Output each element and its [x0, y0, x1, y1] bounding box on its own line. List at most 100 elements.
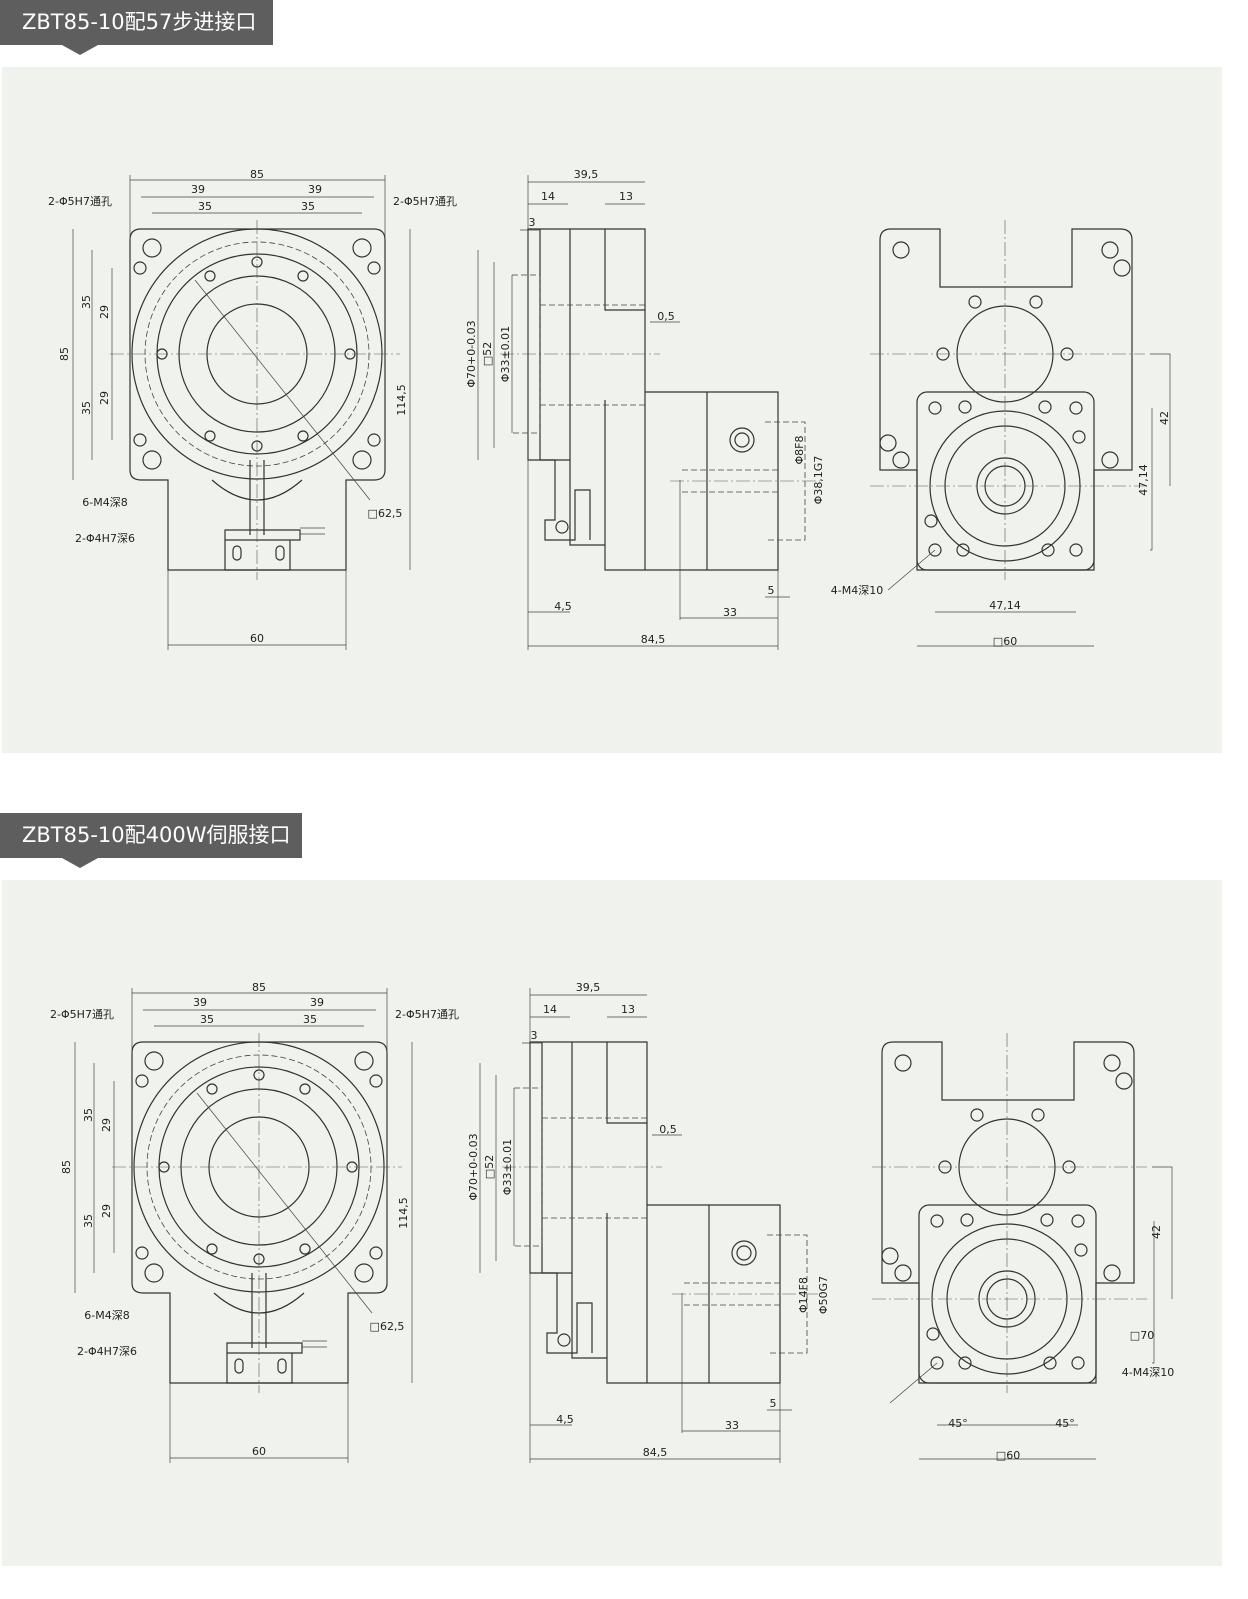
sensor-cable: [300, 527, 325, 535]
side-dimension-label: 14: [543, 1003, 557, 1016]
front-dimension-label: □62,5: [368, 507, 403, 520]
rear-bolt-hole: [1031, 1108, 1045, 1122]
side-dimension-label: Φ8F8: [793, 436, 806, 465]
rear-bolt-hole: [928, 401, 942, 415]
front-dimension-label: 2-Φ5H7通孔: [395, 1008, 459, 1021]
sensor-side: [542, 1272, 593, 1354]
rear-bolt-hole: [960, 1213, 974, 1227]
side-center-line: [500, 353, 820, 482]
side-dimension-label: 3: [529, 216, 536, 229]
rear-bolt-hole: [1069, 543, 1083, 557]
bolt-hole: [299, 1243, 311, 1255]
side-dimension-label: 4,5: [554, 600, 572, 613]
rear-plate: [881, 1041, 1135, 1384]
mount-hole: [352, 450, 372, 470]
pin-hole: [367, 433, 381, 447]
sensor-bracket: [213, 1273, 305, 1384]
side-view: [477, 175, 820, 650]
geometry: [74, 988, 1173, 1463]
bolt-hole: [204, 430, 216, 442]
front-dimension-label: 2-Φ4H7深6: [75, 532, 135, 545]
rear-dimension-lines: [889, 1166, 1173, 1460]
rear-hole: [1103, 1264, 1121, 1282]
front-dimension-label: 114,5: [395, 384, 408, 416]
rear-bolt-hole: [1029, 295, 1043, 309]
rear-dimension-label: 42: [1150, 1225, 1163, 1239]
front-dimension-label: 39: [193, 996, 207, 1009]
rear-bolt-hole: [958, 400, 972, 414]
pin-hole: [133, 261, 147, 275]
section-header-stepper: ZBT85-10配57步进接口: [0, 0, 273, 55]
mount-hole: [144, 1051, 164, 1071]
rear-bolt-hole: [930, 1214, 944, 1228]
rear-bolt-hole: [1072, 430, 1086, 444]
front-dimension-label: 6-M4深8: [82, 496, 127, 509]
side-outline: [529, 1041, 781, 1384]
section-header-servo: ZBT85-10配400W伺服接口: [0, 813, 302, 868]
rear-bolt-hole: [956, 543, 970, 557]
rear-bolt-hole: [926, 1327, 940, 1341]
rear-bolt-hole: [1071, 1214, 1085, 1228]
front-dimension-label: 85: [60, 1160, 73, 1174]
side-dimension-label: 5: [768, 584, 775, 597]
front-dimension-label: 2-Φ4H7深6: [77, 1345, 137, 1358]
hidden-lines: [514, 1087, 808, 1354]
rear-dimension-label: 47,14: [989, 599, 1021, 612]
dimension-lines: [72, 175, 411, 650]
sensor-cable: [302, 1340, 327, 1348]
bolt-hole: [297, 430, 309, 442]
bolt-hole: [204, 270, 216, 282]
front-dimension-label: 35: [303, 1013, 317, 1026]
bolt-hole: [206, 1243, 218, 1255]
rear-hole: [1115, 1072, 1133, 1090]
rear-dimension-label: 4-M4深10: [831, 584, 883, 597]
side-top: [607, 1041, 648, 1123]
rear-dimension-label: □60: [993, 635, 1017, 648]
rear-hole: [892, 241, 910, 259]
rear-hole: [1113, 259, 1131, 277]
geometry: [72, 175, 1171, 650]
front-view: [72, 175, 411, 650]
center-line: [112, 1033, 402, 1393]
rear-bolt-hole: [1071, 1356, 1085, 1370]
side-dimension-label: Φ38,1G7: [812, 456, 825, 505]
front-dimension-label: 2-Φ5H7通孔: [50, 1008, 114, 1021]
rear-bolt-hole: [924, 514, 938, 528]
front-dimension-label: 35: [200, 1013, 214, 1026]
rear-hole: [892, 451, 910, 469]
rear-dimension-label: 45°: [948, 1417, 968, 1430]
rear-dimension-label: □70: [1130, 1329, 1154, 1342]
mount-hole: [142, 238, 162, 258]
side-dimension-label: 13: [621, 1003, 635, 1016]
front-dimension-label: 2-Φ5H7通孔: [393, 195, 457, 208]
rear-bolt-hole: [1040, 1213, 1054, 1227]
slot-hole: [277, 1358, 287, 1374]
side-dimension-label: 5: [770, 1397, 777, 1410]
pin-hole: [369, 1246, 383, 1260]
front-dimension-label: 85: [250, 168, 264, 181]
rear-center-line: [872, 1033, 1147, 1393]
motor-square: [916, 391, 1095, 571]
rear-bolt-hole: [1069, 401, 1083, 415]
front-dimension-label: 39: [308, 183, 322, 196]
sensor-knob: [557, 1333, 571, 1347]
gearbox-outline: [129, 228, 386, 571]
front-dimension-label: 35: [198, 200, 212, 213]
side-dimension-label: 0,5: [659, 1123, 677, 1136]
rear-dimension-lines: [887, 353, 1171, 647]
front-dimension-label: 2-Φ5H7通孔: [48, 195, 112, 208]
front-view: [74, 988, 413, 1463]
sensor-knob: [555, 520, 569, 534]
rear-bolt-hole: [928, 543, 942, 557]
rear-hole: [1101, 241, 1119, 259]
rear-bolt-hole: [1074, 1243, 1088, 1257]
rear-dimension-label: 47,14: [1137, 464, 1150, 496]
slot-hole: [232, 545, 242, 561]
side-dimension-label: Φ33±0.01: [499, 326, 512, 382]
port-circle: [731, 1240, 757, 1266]
rear-dimension-label: 42: [1158, 411, 1171, 425]
